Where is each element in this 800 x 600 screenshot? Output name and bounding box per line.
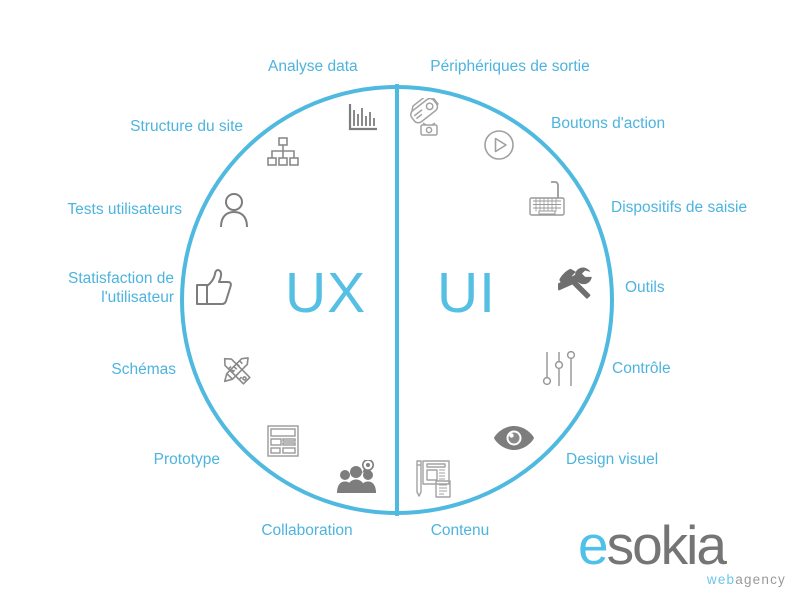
keyboard-icon — [529, 180, 569, 218]
label-prototype: Prototype — [153, 451, 220, 468]
label-design-visuel: Design visuel — [566, 451, 659, 468]
label-tests-utilisateurs: Tests utilisateurs — [67, 201, 182, 218]
label-collaboration: Collaboration — [261, 522, 353, 539]
eye-icon — [493, 423, 535, 453]
logo-e: e — [578, 514, 609, 576]
ux-ui-circle — [180, 84, 614, 516]
label-analyse-data: Analyse data — [268, 58, 358, 75]
ux-heading: UX — [285, 261, 367, 325]
label-outils: Outils — [625, 279, 665, 296]
user-icon — [218, 192, 250, 228]
content-edit-icon — [414, 459, 456, 499]
tools-icon — [558, 266, 596, 304]
logo-tagline-agency: agency — [735, 572, 786, 587]
projector-icon — [410, 98, 446, 138]
label-statisfaction-utilisateur: Statisfaction de l'utilisateur — [68, 270, 174, 306]
esokia-logo: esokia webagency — [578, 518, 788, 590]
ui-heading: UI — [437, 261, 496, 325]
logo-sokia: sokia — [606, 514, 727, 576]
label-boutons-daction: Boutons d'action — [551, 115, 666, 132]
people-group-icon — [337, 460, 377, 494]
circle-divider — [395, 84, 399, 516]
sliders-icon — [540, 350, 580, 388]
thumbs-up-icon — [196, 268, 232, 306]
play-button-icon — [483, 129, 515, 161]
logo-tagline: webagency — [707, 572, 786, 587]
label-contenu: Contenu — [430, 522, 490, 539]
label-controle: Contrôle — [612, 360, 671, 377]
logo-tagline-web: web — [706, 572, 736, 587]
label-structure-du-site: Structure du site — [130, 118, 243, 135]
label-schemas: Schémas — [111, 361, 176, 378]
pencil-ruler-icon — [218, 352, 254, 388]
label-peripheriques-de-sortie: Périphériques de sortie — [430, 58, 590, 75]
sitemap-icon — [267, 137, 299, 167]
wireframe-icon — [267, 425, 299, 457]
logo-wordmark: esokia — [578, 518, 788, 573]
label-dispositifs-de-saisie: Dispositifs de saisie — [611, 199, 748, 216]
bar-chart-icon — [346, 100, 380, 134]
